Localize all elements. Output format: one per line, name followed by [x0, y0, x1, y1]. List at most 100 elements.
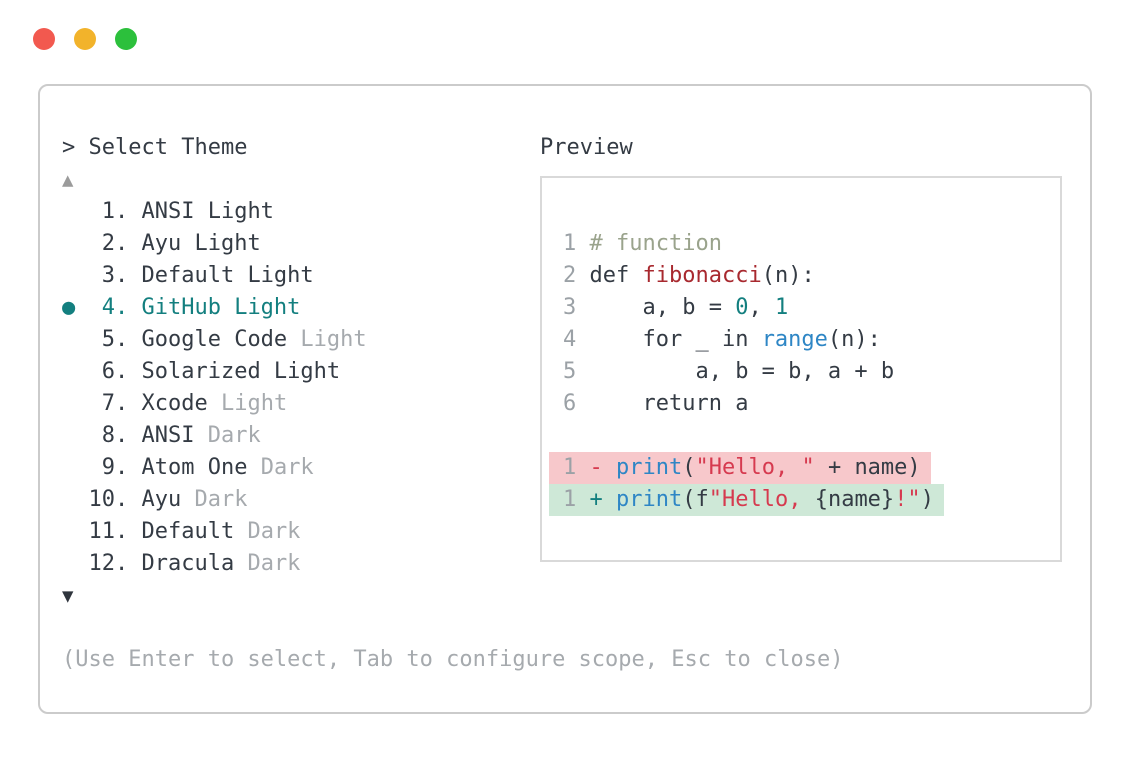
theme-item-label: 8. ANSI	[88, 423, 195, 448]
code-line: 3 a, b = 0, 1	[563, 292, 1060, 324]
theme-item-8[interactable]: 8. ANSI Dark	[62, 420, 367, 452]
minimize-button[interactable]	[74, 28, 96, 50]
theme-item-label: 12. Dracula	[88, 551, 235, 576]
theme-item-variant: Dark	[234, 551, 301, 576]
help-text: (Use Enter to select, Tab to configure s…	[62, 647, 844, 672]
theme-item-variant: Dark	[234, 519, 301, 544]
code-line: 6 return a	[563, 388, 1060, 420]
code-token-text: + name)	[814, 455, 921, 480]
theme-item-label: 7. Xcode	[88, 391, 208, 416]
theme-item-5[interactable]: 5. Google Code Light	[62, 324, 367, 356]
code-token-number: 1	[774, 295, 789, 320]
code-token-minus: -	[589, 455, 616, 480]
theme-item-label: 3. Default Light	[88, 263, 314, 288]
window-controls	[33, 28, 137, 50]
code-token-text: for _ in	[589, 327, 762, 352]
item-marker-space	[62, 327, 89, 352]
code-line: 5 a, b = b, a + b	[563, 356, 1060, 388]
line-number: 6	[563, 391, 577, 416]
picker-header: > Select Theme	[62, 132, 247, 164]
selected-item-bullet: ●	[62, 295, 89, 320]
code-token-call: range	[761, 327, 828, 352]
theme-item-label: 10. Ayu	[88, 487, 182, 512]
code-token-text: a, b =	[589, 295, 736, 320]
line-number: 5	[563, 359, 577, 384]
diff-added-highlight: 1 + print(f"Hello, {name}!")	[549, 484, 944, 516]
code-token-text: )	[920, 487, 934, 512]
theme-item-9[interactable]: 9. Atom One Dark	[62, 452, 367, 484]
code-token-text: (n):	[827, 327, 881, 352]
code-line: 1 # function	[563, 228, 1060, 260]
theme-item-4[interactable]: ● 4. GitHub Light	[62, 292, 367, 324]
theme-item-6[interactable]: 6. Solarized Light	[62, 356, 367, 388]
line-number: 4	[563, 327, 577, 352]
code-token-text: {name}	[814, 487, 895, 512]
scroll-up-indicator[interactable]: ▲	[62, 169, 74, 191]
theme-item-label: 2. Ayu Light	[88, 231, 261, 256]
theme-item-11[interactable]: 11. Default Dark	[62, 516, 367, 548]
code-token-string: "Hello,	[708, 487, 815, 512]
preview-title: Preview	[540, 135, 633, 160]
theme-item-label: 11. Default	[88, 519, 235, 544]
code-token-number: 0	[735, 295, 749, 320]
item-marker-space	[62, 487, 89, 512]
scroll-down-indicator[interactable]: ▼	[62, 585, 74, 607]
theme-item-10[interactable]: 10. Ayu Dark	[62, 484, 367, 516]
theme-item-label: 6. Solarized Light	[88, 359, 341, 384]
code-token-call: print	[616, 455, 683, 480]
item-marker-space	[62, 551, 89, 576]
item-marker-space	[62, 199, 89, 224]
theme-item-variant: Light	[287, 327, 367, 352]
line-number: 1	[563, 231, 577, 256]
code-token-plus: +	[589, 487, 616, 512]
picker-title: Select Theme	[88, 135, 248, 160]
theme-item-2[interactable]: 2. Ayu Light	[62, 228, 367, 260]
theme-item-variant: Dark	[247, 455, 314, 480]
item-marker-space	[62, 231, 89, 256]
theme-picker-window: > Select Theme ▲ 1. ANSI Light 2. Ayu Li…	[38, 84, 1092, 714]
line-number: 1	[563, 487, 577, 512]
theme-item-1[interactable]: 1. ANSI Light	[62, 196, 367, 228]
code-line	[563, 420, 1060, 452]
theme-item-label: 1. ANSI Light	[88, 199, 274, 224]
item-marker-space	[62, 519, 89, 544]
theme-item-label: 4. GitHub Light	[88, 295, 301, 320]
maximize-button[interactable]	[115, 28, 137, 50]
close-button[interactable]	[33, 28, 55, 50]
theme-list: 1. ANSI Light 2. Ayu Light 3. Default Li…	[62, 196, 367, 580]
header-spacer	[75, 135, 88, 160]
code-token-call: print	[616, 487, 683, 512]
theme-item-12[interactable]: 12. Dracula Dark	[62, 548, 367, 580]
line-number: 2	[563, 263, 577, 288]
theme-item-label: 5. Google Code	[88, 327, 288, 352]
theme-item-7[interactable]: 7. Xcode Light	[62, 388, 367, 420]
theme-item-label: 9. Atom One	[88, 455, 248, 480]
item-marker-space	[62, 455, 89, 480]
diff-added-line: 1 + print(f"Hello, {name}!")	[549, 484, 1060, 516]
code-token-text: (n):	[761, 263, 815, 288]
code-token-text: (f	[682, 487, 709, 512]
theme-item-3[interactable]: 3. Default Light	[62, 260, 367, 292]
item-marker-space	[62, 423, 89, 448]
code-token-text: ,	[748, 295, 775, 320]
item-marker-space	[62, 391, 89, 416]
code-token-function: fibonacci	[642, 263, 762, 288]
diff-removed-highlight: 1 - print("Hello, " + name)	[549, 452, 931, 484]
code-token-text: a, b = b, a + b	[589, 359, 895, 384]
theme-item-variant: Light	[207, 391, 288, 416]
code-line: 2 def fibonacci(n):	[563, 260, 1060, 292]
item-marker-space	[62, 263, 89, 288]
code-token-text: (	[682, 455, 696, 480]
code-token-comment: # function	[589, 231, 722, 256]
code-token-text: def	[589, 263, 643, 288]
code-token-text: return a	[589, 391, 749, 416]
theme-item-variant: Dark	[181, 487, 248, 512]
code-token-string: !"	[894, 487, 921, 512]
item-marker-space	[62, 359, 89, 384]
theme-item-variant: Dark	[194, 423, 261, 448]
line-number: 1	[563, 455, 577, 480]
prompt-caret: >	[62, 135, 76, 160]
